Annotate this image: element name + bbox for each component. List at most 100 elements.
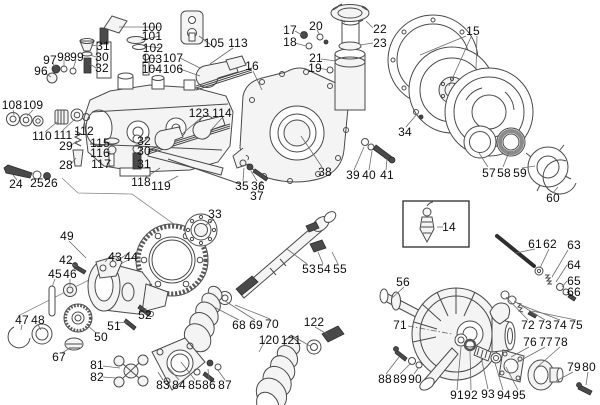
part-label-111: 111 (53, 128, 73, 142)
part-label-118: 118 (131, 175, 151, 189)
part-label-119: 119 (151, 179, 171, 193)
part-label-123: 123 (188, 106, 210, 120)
part-label-58: 58 (497, 166, 511, 180)
part-label-79: 79 (567, 360, 581, 374)
part-label-75: 75 (569, 318, 583, 332)
part-label-39: 39 (346, 168, 360, 182)
part-label-122: 122 (303, 315, 325, 329)
part-label-29: 29 (59, 139, 73, 153)
part-label-54: 54 (317, 262, 331, 276)
part-label-109: 109 (22, 98, 44, 112)
part-label-107: 107 (162, 51, 184, 65)
part-label-82: 82 (90, 370, 104, 384)
part-label-100: 100 (141, 20, 163, 34)
part-label-44: 44 (124, 250, 138, 264)
part-label-31: 31 (96, 39, 110, 53)
part-label-69: 69 (249, 318, 263, 332)
part-label-80: 80 (582, 360, 596, 374)
part-label-84: 84 (172, 378, 186, 392)
part-label-53: 53 (302, 262, 316, 276)
part-label-30: 30 (95, 50, 109, 64)
part-label-23: 23 (373, 36, 387, 50)
part-label-112: 112 (74, 124, 94, 138)
clutch-housing-art (232, 67, 349, 184)
part-label-70: 70 (265, 317, 279, 331)
part-label-17: 17 (283, 23, 297, 37)
part-label-15: 15 (466, 24, 480, 38)
part-label-38: 38 (318, 165, 332, 179)
part-label-32: 32 (95, 61, 109, 75)
part-label-60: 60 (546, 191, 560, 205)
filler-neck-art (300, 3, 370, 111)
ujoint-flange-art (113, 337, 222, 391)
part-label-34: 34 (398, 125, 412, 139)
part-label-48: 48 (31, 313, 45, 327)
part-label-113: 113 (228, 36, 248, 50)
part-label-59: 59 (513, 166, 527, 180)
part-label-43: 43 (108, 250, 122, 264)
boot-couplings-art (183, 285, 345, 405)
part-label-26: 26 (44, 176, 58, 190)
part-label-85: 85 (188, 378, 202, 392)
part-label-22: 22 (373, 22, 387, 36)
part-label-33: 33 (208, 207, 222, 221)
part-label-64: 64 (567, 258, 581, 272)
axle-shaft-art (235, 211, 337, 299)
part-label-89: 89 (393, 372, 407, 386)
part-label-120: 120 (258, 333, 280, 347)
part-label-47: 47 (15, 313, 29, 327)
part-label-41: 41 (380, 168, 394, 182)
final-drive-art (379, 234, 593, 396)
part-label-77: 77 (539, 335, 553, 349)
part-label-114: 114 (212, 106, 232, 120)
part-label-78: 78 (554, 335, 568, 349)
part-label-35: 35 (235, 179, 249, 193)
part-label-110: 110 (32, 129, 52, 143)
part-label-72: 72 (521, 318, 535, 332)
part-label-66: 66 (567, 285, 581, 299)
part-label-28: 28 (59, 158, 73, 172)
part-label-21: 21 (309, 51, 323, 65)
part-label-92: 92 (464, 388, 478, 402)
part-label-32: 32 (137, 134, 151, 148)
part-label-116: 116 (90, 146, 110, 160)
part-label-56: 56 (396, 275, 410, 289)
part-label-96: 96 (34, 64, 48, 78)
part-label-62: 62 (543, 237, 557, 251)
part-label-16: 16 (245, 59, 259, 73)
part-label-101: 101 (141, 29, 163, 43)
part-label-95: 95 (512, 388, 526, 402)
part-label-81: 81 (90, 358, 104, 372)
part-label-90: 90 (408, 372, 422, 386)
part-label-99: 99 (70, 50, 84, 64)
part-label-68: 68 (232, 318, 246, 332)
part-label-31: 31 (137, 157, 151, 171)
part-label-102: 102 (142, 41, 164, 55)
part-label-50: 50 (94, 330, 108, 344)
part-label-98: 98 (57, 50, 71, 64)
part-label-40: 40 (362, 168, 376, 182)
part-label-104: 104 (141, 62, 163, 76)
part-label-106: 106 (162, 62, 184, 76)
inset-box-art (402, 200, 470, 248)
part-label-37: 37 (250, 189, 264, 203)
part-label-18: 18 (283, 35, 297, 49)
part-label-71: 71 (393, 318, 407, 332)
part-label-65: 65 (567, 274, 581, 288)
part-label-67: 67 (52, 350, 66, 364)
inset-part-label: 14 (442, 220, 456, 234)
part-label-46: 46 (63, 267, 77, 281)
part-label-74: 74 (553, 318, 567, 332)
part-label-83: 83 (156, 378, 170, 392)
part-label-91: 91 (450, 388, 464, 402)
part-label-121: 121 (280, 333, 302, 347)
part-label-30: 30 (137, 144, 151, 158)
part-label-105: 105 (203, 36, 225, 50)
part-label-93: 93 (481, 387, 495, 401)
part-label-45: 45 (48, 267, 62, 281)
bearing-hub-circlip-art (463, 125, 577, 195)
part-label-42: 42 (59, 253, 73, 267)
part-label-25: 25 (30, 176, 44, 190)
